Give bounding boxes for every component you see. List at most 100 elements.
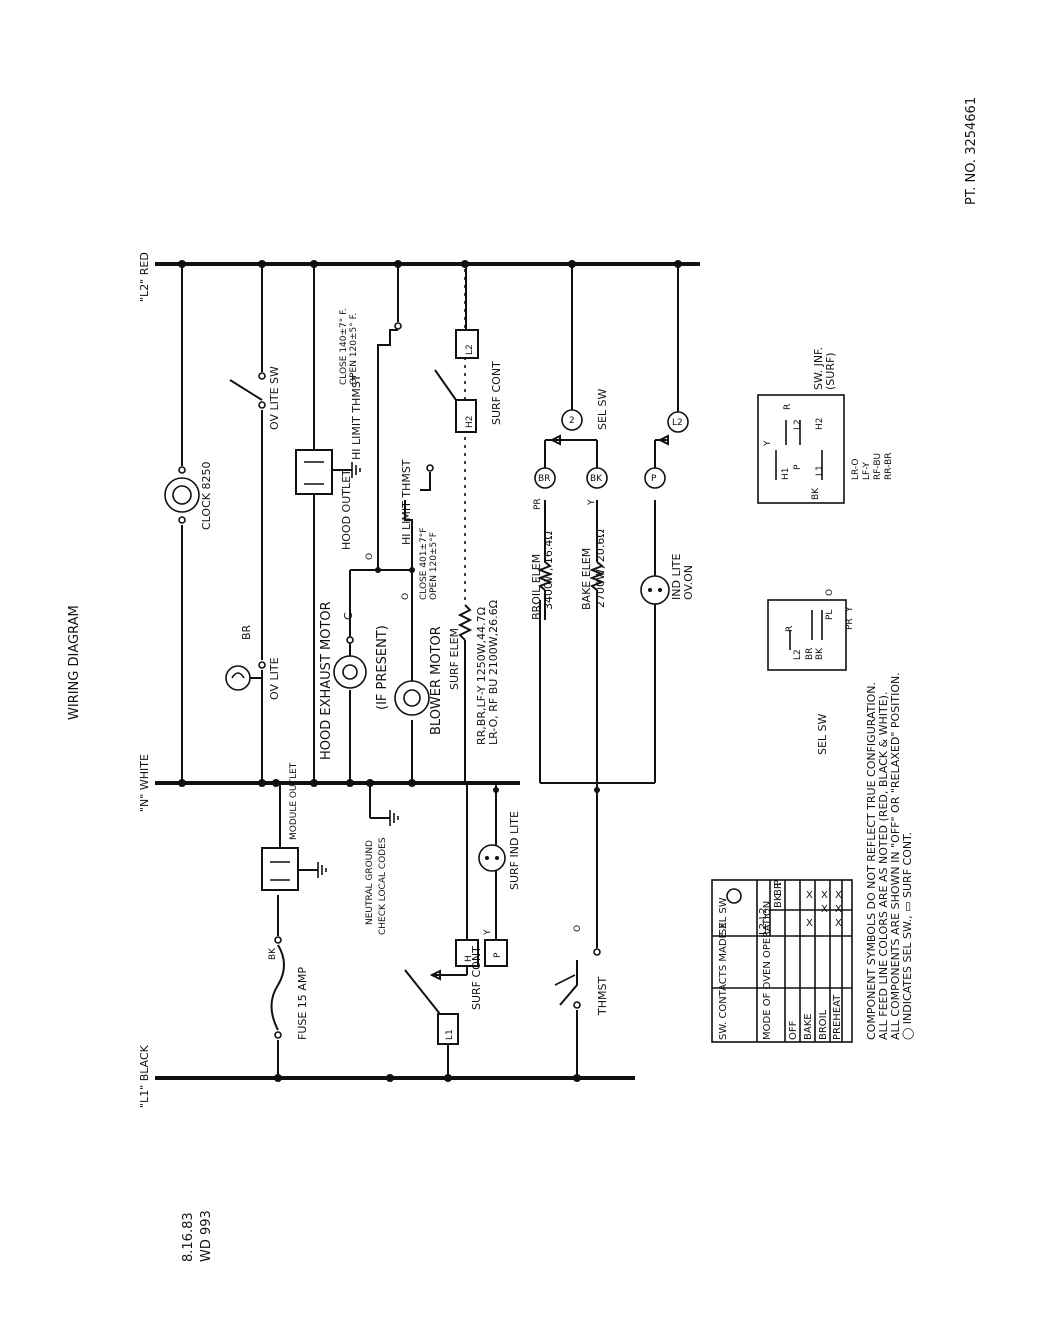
sw-jnf-label: SW. JNF. [812,347,825,390]
l2-circle-label: L2 [672,418,683,428]
br-wire-label: BR [240,624,253,640]
mark-preheat-2: X [835,904,842,915]
ov-lite-switch [229,264,266,660]
mark-bake-3: X [806,890,813,901]
table-row-preheat: PREHEAT [832,994,843,1040]
h-terminal-label: H [464,955,474,962]
table-row-bake: BAKE [803,1013,814,1040]
sel-sw-term-br: BR [805,648,815,660]
table-row-broil: BROIL [818,1009,829,1040]
l2-bus-label: "L2" RED [138,252,151,302]
hood-outlet [295,264,361,783]
oven-lite [225,661,266,783]
hi-limit-thmst-1-label: HI LIMIT THMST [350,374,363,460]
broil-elem-label: BROIL ELEM [530,554,543,620]
hi-limit-thmst-2 [404,464,434,570]
blower-motor-label: BLOWER MOTOR [429,626,444,735]
ind-lite-label: IND LITE [670,553,683,600]
sel-sw-term-pr: PR [845,618,855,630]
surf-cont-2-label: SURF CONT [490,361,503,425]
two-circle-label: 2 [569,416,575,426]
close-open-1a: CLOSE 140±7° F. [339,308,349,385]
sel-sw-term-o: O [825,589,835,596]
l1-bus-label: "L1" BLACK [138,1044,151,1108]
sel-sw-contacts [544,264,689,468]
fuse-branch [270,895,285,1078]
table-col-1: L2-L2 [758,908,769,935]
c-mark-label: C [342,612,355,620]
note-4: ◯ INDICATES SEL SW., ▭ SURF CONT. [901,832,914,1040]
table-circle-icon [726,888,742,904]
sel-sw-term-r: R [785,626,795,632]
sw-jnf-term-y: Y [763,440,773,447]
sel-sw-term-bk: BK [815,647,825,660]
if-present-label: (IF PRESENT) [375,625,390,710]
contact-table [711,879,853,1043]
n-bus-label: "N" WHITE [138,754,151,812]
surf-elem-label: SURF ELEM [448,628,461,690]
note-3: ALL COMPONENTS ARE SHOWN IN "OFF" OR "RE… [889,672,902,1040]
sw-jnf-term-l1: L1 [815,465,825,476]
table-sub-br: BR [773,882,784,896]
mark-broil-3: X [821,890,828,901]
sw-jnf-box [757,394,845,504]
color-code-lf: LF-Y [862,462,872,480]
sel-sw-term-y: Y [845,606,855,613]
check-local-codes-label: CHECK LOCAL CODES [378,837,388,935]
neutral-ground [369,783,399,826]
bake-spec-label: 2700W, 20.6Ω [594,529,607,608]
l2-terminal-label: L2 [465,344,475,355]
table-mode-header: MODE OF OVEN OPERATION [762,901,773,1040]
drawing-date: 8.16.83 [181,1212,196,1262]
bk-wire-label: BK [268,947,278,960]
broil-spec-label: 3400W, 16.4Ω [542,531,555,610]
mark-bake-1: X [806,918,813,929]
hood-exhaust-motor-label: HOOD EXHAUST MOTOR [319,601,334,760]
y-wire-2-label: Y [587,499,597,506]
hi-limit-thmst-1 [377,264,402,570]
color-code-lr: LR-O [851,459,861,481]
surf-elem-spec-2: LR-O, RF BU 2100W,26.6Ω [487,600,500,745]
blower-motor [375,567,430,783]
table-header-right: SEL SW [718,897,729,935]
ov-lite-label: OV LITE [268,657,281,700]
fuse-label: FUSE 15 AMP [296,967,309,1040]
mark-preheat-1: X [835,918,842,929]
drawing-number: WD 993 [199,1210,214,1262]
p-terminal-label: P [493,952,503,958]
table-row-off: OFF [788,1020,799,1040]
bake-elem [586,467,608,620]
thmst-label: THMST [596,977,609,1016]
color-code-rf: RF-BU [873,453,883,480]
y-wire-label: Y [483,929,493,936]
close-open-1b: OPEN 120±5° F. [349,313,359,385]
br-circle-label: BR [538,474,550,484]
sw-jnf-term-h2: H2 [815,418,825,431]
module-outlet [261,783,327,891]
table-header-left: SW. CONTACTS MADE X [718,922,729,1040]
l1-terminal-label: L1 [445,1029,455,1040]
thermostat-branch [539,600,656,1078]
sw-jnf-term-bk: BK [811,487,821,500]
surf-cont-1-label: SURF CONT [470,946,483,1010]
surf-ind-lite-label: SURF IND LITE [508,811,521,890]
clock-label: CLOCK 8250 [200,462,213,530]
sel-sw-term-pl: PL [825,610,835,620]
part-number: PT. NO. 3254661 [964,97,979,205]
pr-wire-label: PR [533,498,543,510]
blower-o-mark-2: O [401,593,411,600]
hood-outlet-label: HOOD OUTLET [340,469,353,550]
hi-limit-thmst-2-label: HI LIMIT THMST [400,459,413,545]
h2-terminal-label: H2 [465,416,475,429]
table-sub-p: P [773,880,784,886]
surf-ind-lite [478,783,506,872]
blower-o-mark: O [365,553,375,560]
bake-elem-label: BAKE ELEM [580,548,593,610]
surf-label: (SURF) [824,352,837,390]
sw-jnf-term-p: P [793,464,803,470]
surf-cont-1 [404,783,508,1078]
sw-jnf-term-r: R [783,404,793,410]
sel-sw-box-label: SEL SW [816,713,829,755]
note-2: ALL FEED LINE COLORS ARE AS NOTED (RED, … [877,692,890,1040]
